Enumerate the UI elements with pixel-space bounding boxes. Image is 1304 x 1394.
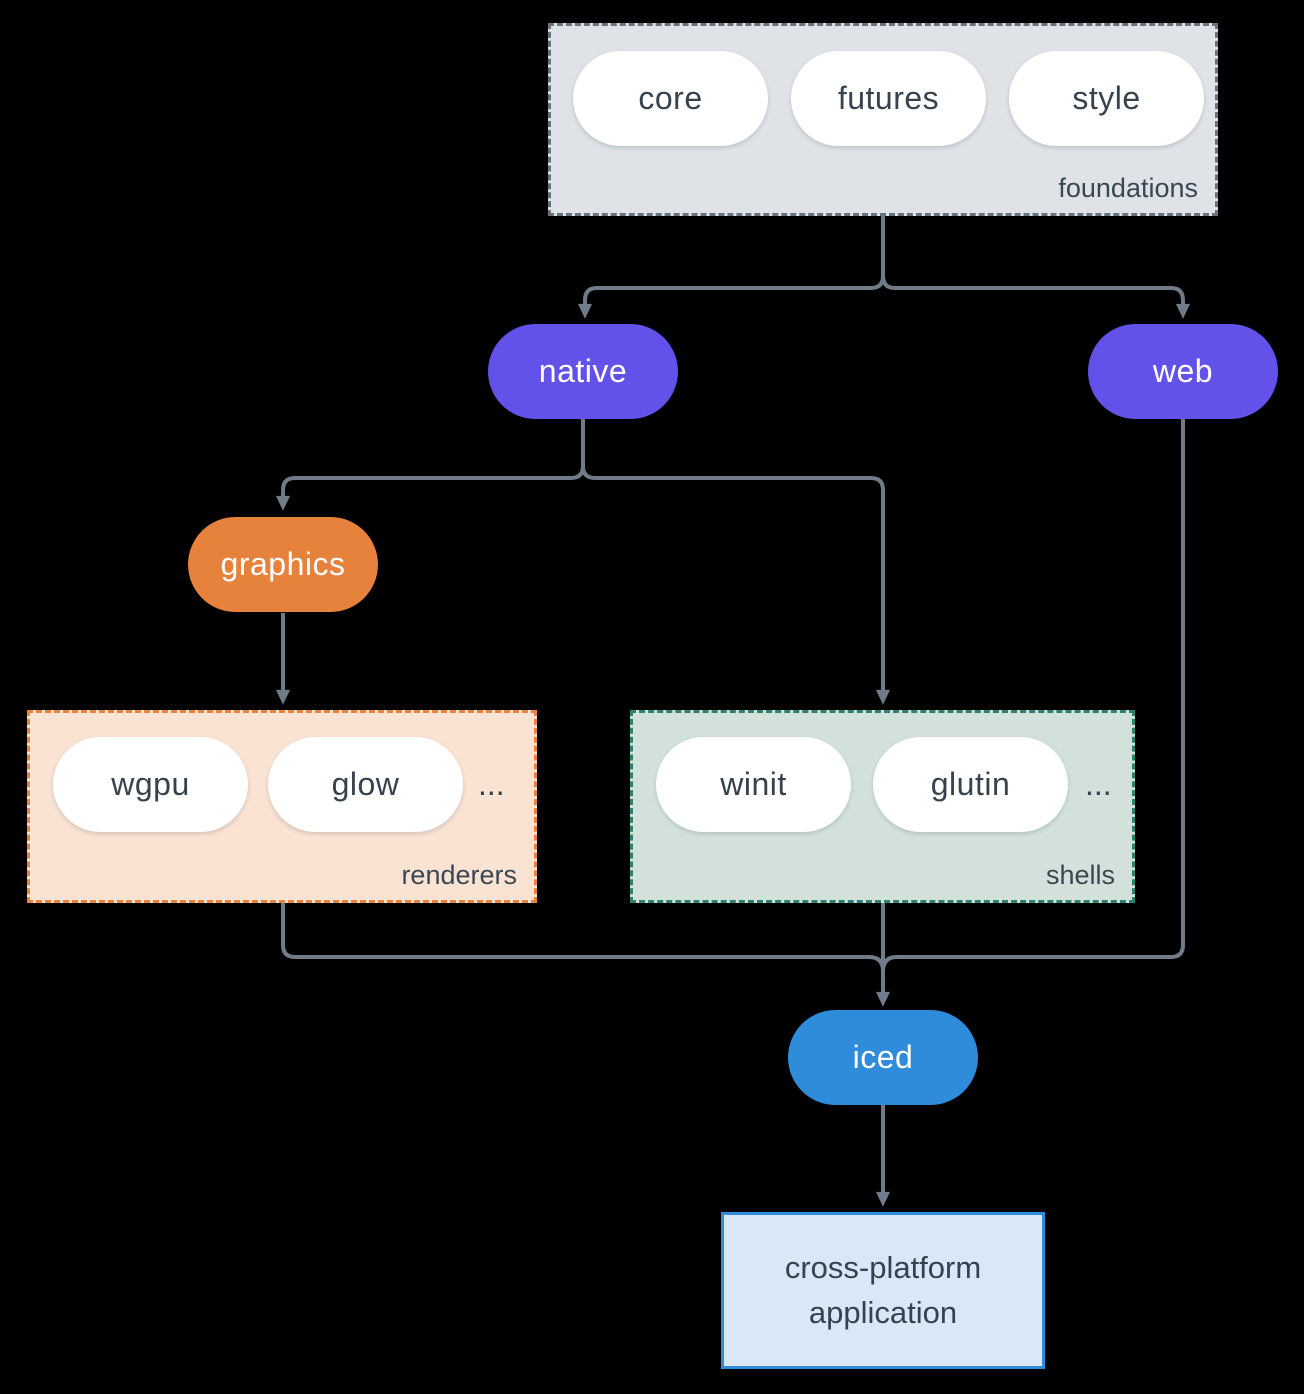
foundations-label: foundations: [1058, 173, 1198, 203]
node-winit: winit: [656, 737, 851, 832]
node-graphics: graphics: [188, 517, 378, 612]
app-label-line1: cross-platform: [784, 1249, 982, 1285]
shells-label: shells: [1045, 860, 1115, 890]
renderers-label: renderers: [401, 860, 517, 890]
node-iced: iced: [788, 1010, 978, 1105]
app-label-line2: application: [808, 1294, 958, 1330]
shells-group: winit glutin ... shells: [630, 710, 1135, 903]
renderers-ellipsis: ...: [478, 766, 505, 802]
shells-ellipsis: ...: [1085, 766, 1112, 802]
edge-foundations-native: [577, 216, 885, 319]
node-core: core: [573, 51, 768, 146]
edge-foundations-web: [881, 216, 1191, 319]
node-glutin: glutin: [873, 737, 1068, 832]
renderers-group: wgpu glow ... renderers: [27, 710, 537, 903]
edge-native-graphics: [275, 419, 585, 511]
node-glow: glow: [268, 737, 463, 832]
node-wgpu: wgpu: [53, 737, 248, 832]
node-web: web: [1088, 324, 1278, 419]
edge-native-shells: [581, 419, 891, 705]
node-native: native: [488, 324, 678, 419]
cross-platform-application-box: cross-platform application: [721, 1212, 1045, 1369]
node-futures: futures: [791, 51, 986, 146]
edge-renderers-iced: [281, 903, 885, 972]
node-style: style: [1009, 51, 1204, 146]
foundations-group: core futures style foundations: [548, 23, 1218, 216]
